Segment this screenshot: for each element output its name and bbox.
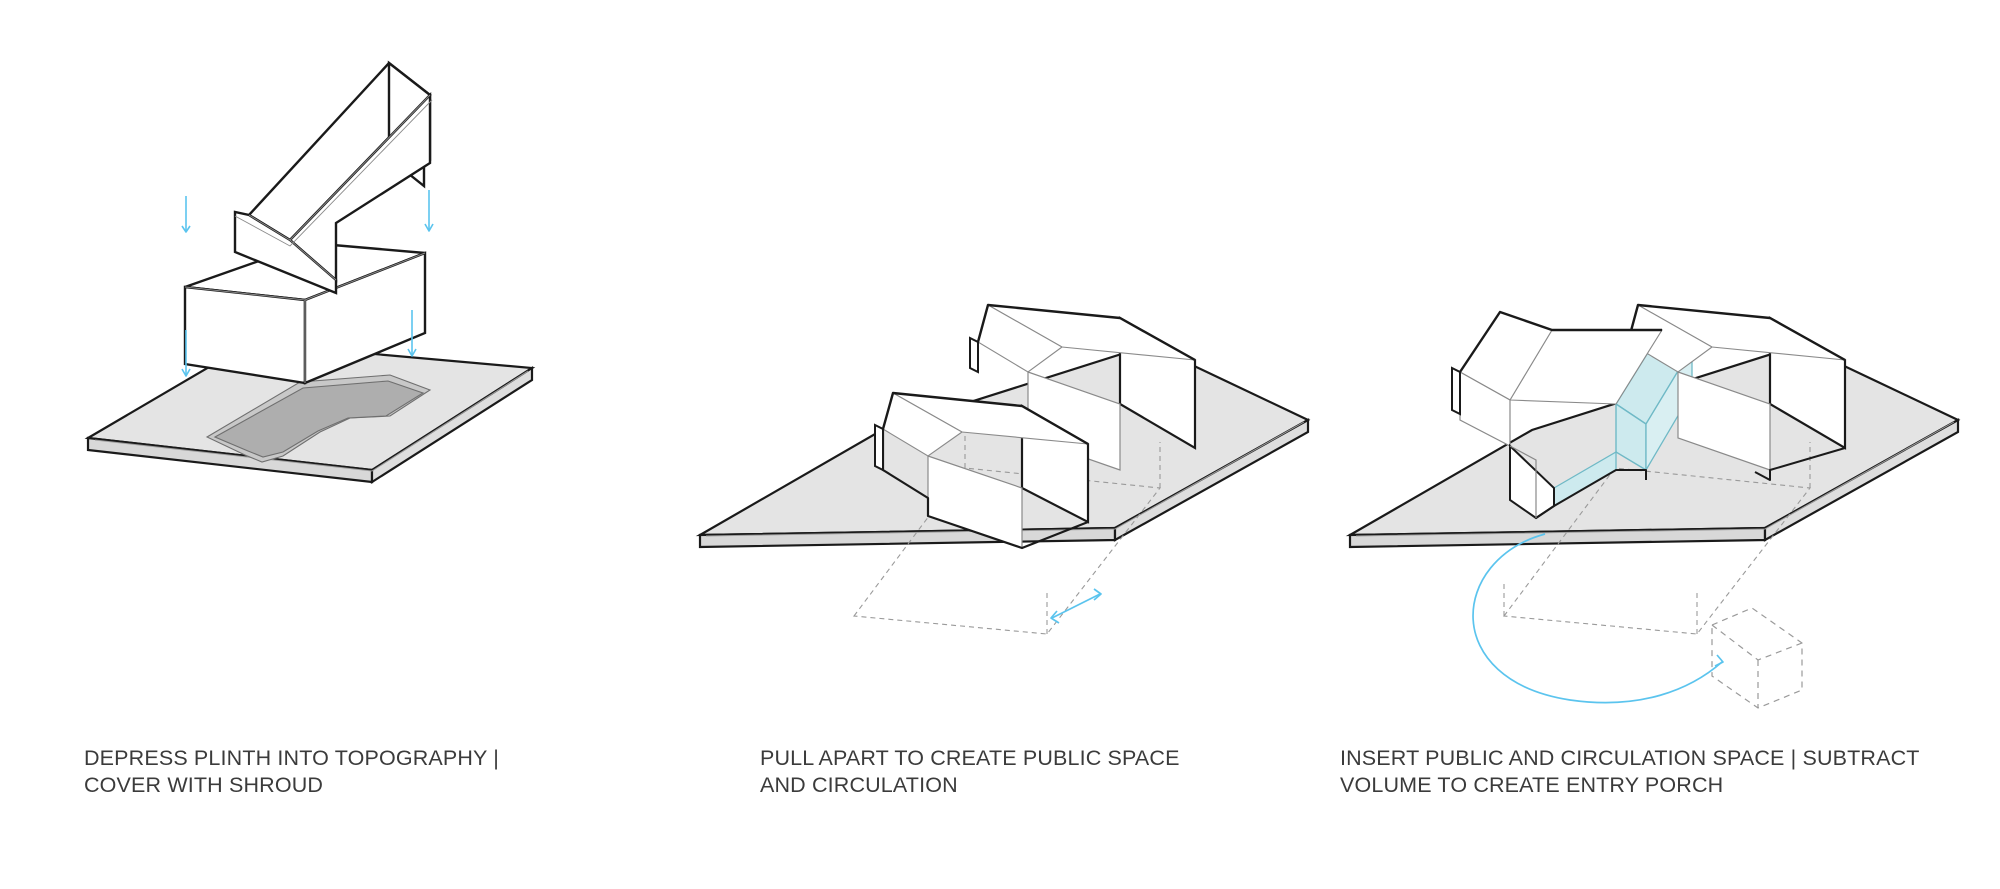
arc-arrow-path bbox=[1472, 533, 1723, 704]
diagram-panel-1: DEPRESS PLINTH INTO TOPOGRAPHY | COVER W… bbox=[0, 0, 690, 889]
panel-2-caption-line-1: PULL APART TO CREATE PUBLIC SPACE bbox=[760, 746, 1180, 770]
ghost-volume-outline bbox=[1711, 607, 1803, 709]
diagram-panel-3: INSERT PUBLIC AND CIRCULATION SPACE | SU… bbox=[1340, 0, 2000, 889]
front-roof-ridge-outline bbox=[881, 391, 1089, 446]
rear-roof-ridge-outline bbox=[976, 303, 1196, 362]
panel-1-illustration bbox=[84, 60, 536, 485]
ground-plane-scribe bbox=[1355, 421, 1955, 537]
footprint-dashed-outline bbox=[852, 432, 1162, 635]
arc-arrow-head bbox=[1714, 654, 1724, 667]
drop-arrow-right-plinth bbox=[407, 310, 417, 357]
pull-apart-arrow bbox=[1050, 588, 1102, 624]
shroud-roof bbox=[233, 60, 433, 295]
gable-volume-front bbox=[874, 391, 1090, 550]
drop-arrow-right-shroud bbox=[424, 190, 434, 232]
drop-arrow-left-shroud bbox=[181, 196, 191, 233]
front-shroud-overhang bbox=[1451, 366, 1461, 416]
panel-1-caption-line-1: DEPRESS PLINTH INTO TOPOGRAPHY | bbox=[84, 746, 500, 770]
panel-3-caption-line-1: INSERT PUBLIC AND CIRCULATION SPACE | SU… bbox=[1340, 746, 1920, 770]
diagram-panel-2: PULL APART TO CREATE PUBLIC SPACE AND CI… bbox=[690, 0, 1340, 889]
rear-roof-ridge-outline bbox=[1626, 303, 1846, 362]
rear-volume-base-outline bbox=[1754, 447, 1846, 481]
drop-arrow-left-plinth bbox=[181, 330, 191, 377]
panel-2-caption: PULL APART TO CREATE PUBLIC SPACE AND CI… bbox=[690, 745, 1410, 799]
gable-volume-front bbox=[1451, 310, 1663, 520]
panel-3-illustration bbox=[1345, 303, 1961, 709]
rear-shroud-overhang bbox=[969, 336, 979, 374]
entry-porch-notch bbox=[1509, 443, 1647, 520]
front-roof-ridge-outline bbox=[1459, 310, 1662, 373]
panel-3-caption: INSERT PUBLIC AND CIRCULATION SPACE | SU… bbox=[1340, 745, 2000, 799]
panel-2-caption-line-2: AND CIRCULATION bbox=[760, 773, 958, 797]
ghost-volume-top-crease bbox=[1711, 624, 1803, 661]
panel-1-caption-line-2: COVER WITH SHROUD bbox=[84, 773, 324, 797]
footprint-dashed-outline bbox=[1502, 442, 1812, 635]
front-shroud-overhang bbox=[874, 423, 884, 472]
panel-1-caption: DEPRESS PLINTH INTO TOPOGRAPHY | COVER W… bbox=[0, 745, 774, 799]
ground-plane-edge-right bbox=[370, 365, 534, 485]
subtracted-volume-ghost bbox=[1711, 607, 1803, 709]
gable-volume-rear bbox=[969, 303, 1197, 471]
shroud-fascia-line bbox=[234, 99, 433, 247]
subtraction-arc-arrow bbox=[1472, 533, 1724, 704]
panel-3-caption-line-2: VOLUME TO CREATE ENTRY PORCH bbox=[1340, 773, 1724, 797]
panel-2-illustration bbox=[695, 303, 1311, 635]
drop-arrows-group bbox=[181, 190, 434, 377]
plinth-front-face bbox=[183, 285, 307, 385]
ground-plane-scribe bbox=[705, 421, 1305, 537]
topography-depression bbox=[205, 374, 432, 463]
ground-plane-scribe bbox=[94, 370, 529, 472]
porch-notch-base-outline bbox=[1535, 469, 1647, 519]
shroud-fold-line bbox=[289, 239, 337, 281]
porch-notch-inner-edge bbox=[1509, 445, 1537, 518]
depression-floor bbox=[213, 380, 425, 458]
